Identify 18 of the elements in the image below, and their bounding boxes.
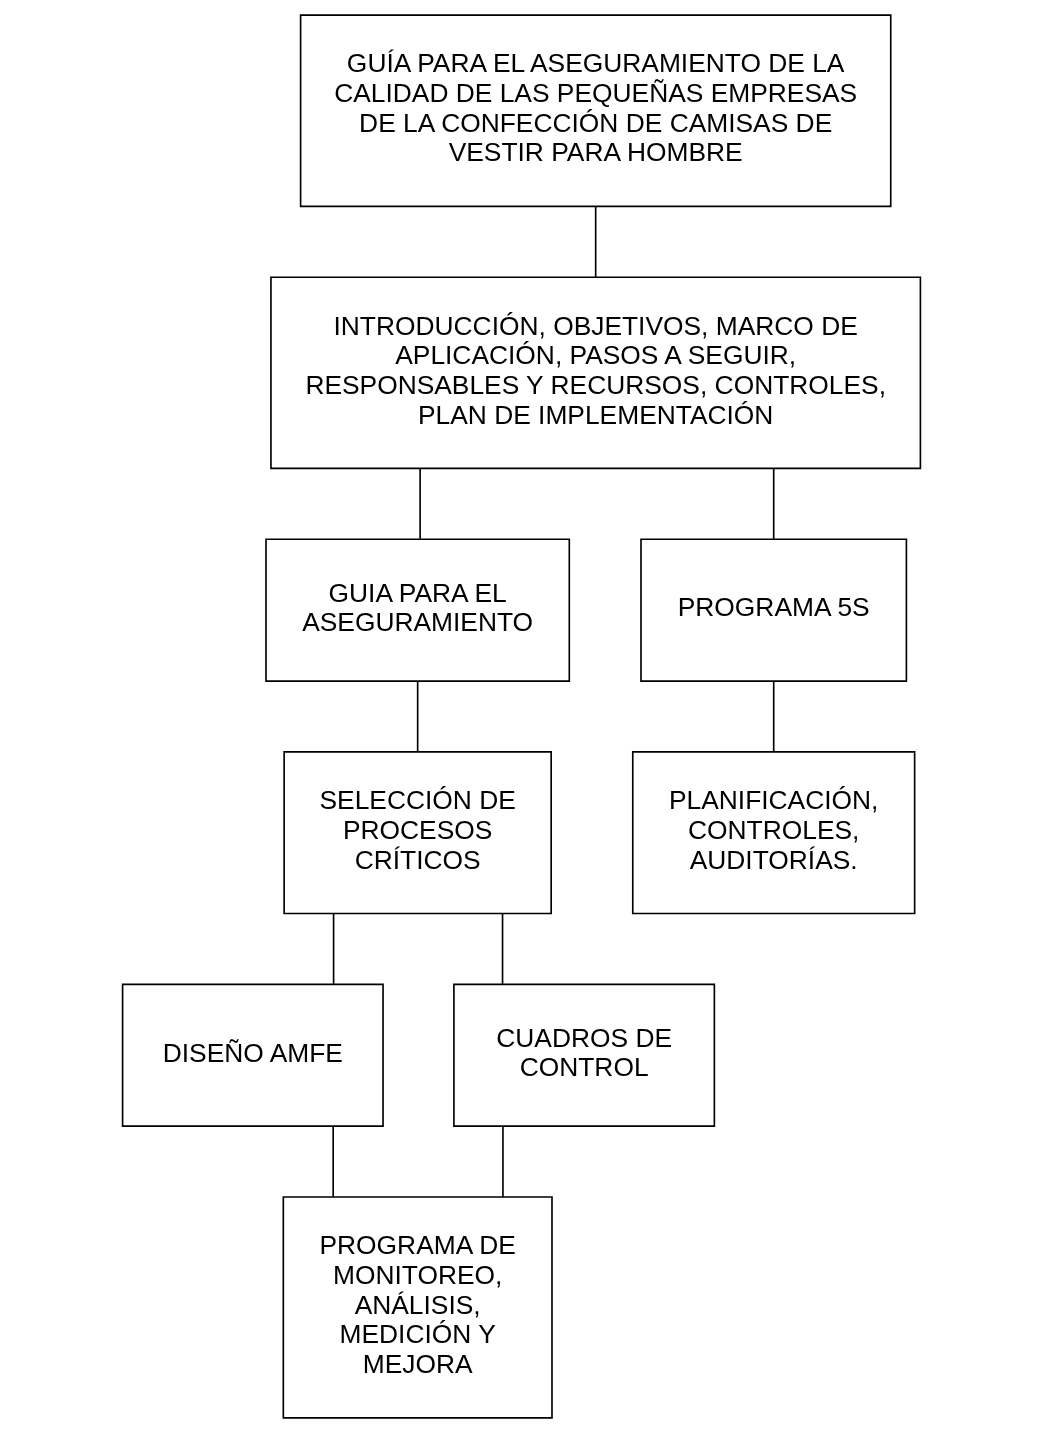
node-box: PROGRAMA DE MONITOREO, ANÁLISIS, MEDICIÓN Y MEJORA	[282, 1196, 553, 1419]
connector	[416, 680, 419, 753]
connector	[419, 467, 421, 540]
connector	[772, 467, 775, 540]
node-box: PLANIFICACIÓN, CONTROLES, AUDITORÍAS.	[631, 751, 916, 915]
node-box: GUIA PARA EL ASEGURAMIENTO	[265, 538, 571, 682]
connector	[501, 912, 504, 986]
connector	[502, 1125, 504, 1198]
node-box: SELECCIÓN DE PROCESOS CRÍTICOS	[283, 751, 552, 915]
connector	[772, 680, 775, 753]
connector	[332, 1125, 334, 1198]
node-box: DISEÑO AMFE	[121, 983, 384, 1127]
node-box: GUÍA PARA EL ASEGURAMIENTO DE LA CALIDAD DE LAS PEQUEÑAS EMPRESAS DE LA CONFECCIÓN DE CAMISAS DE VESTIR PARA HOMBRE	[299, 14, 892, 208]
connector	[332, 912, 335, 986]
node-box: CUADROS DE CONTROL	[453, 983, 716, 1127]
connector	[594, 206, 597, 278]
node-box: INTRODUCCIÓN, OBJETIVOS, MARCO DE APLICACIÓN, PASOS A SEGUIR, RESPONSABLES Y RECURSOS, CONTROLES, PLAN DE IMPLEMENTACIÓN	[270, 276, 922, 470]
node-box: PROGRAMA 5S	[640, 538, 908, 682]
